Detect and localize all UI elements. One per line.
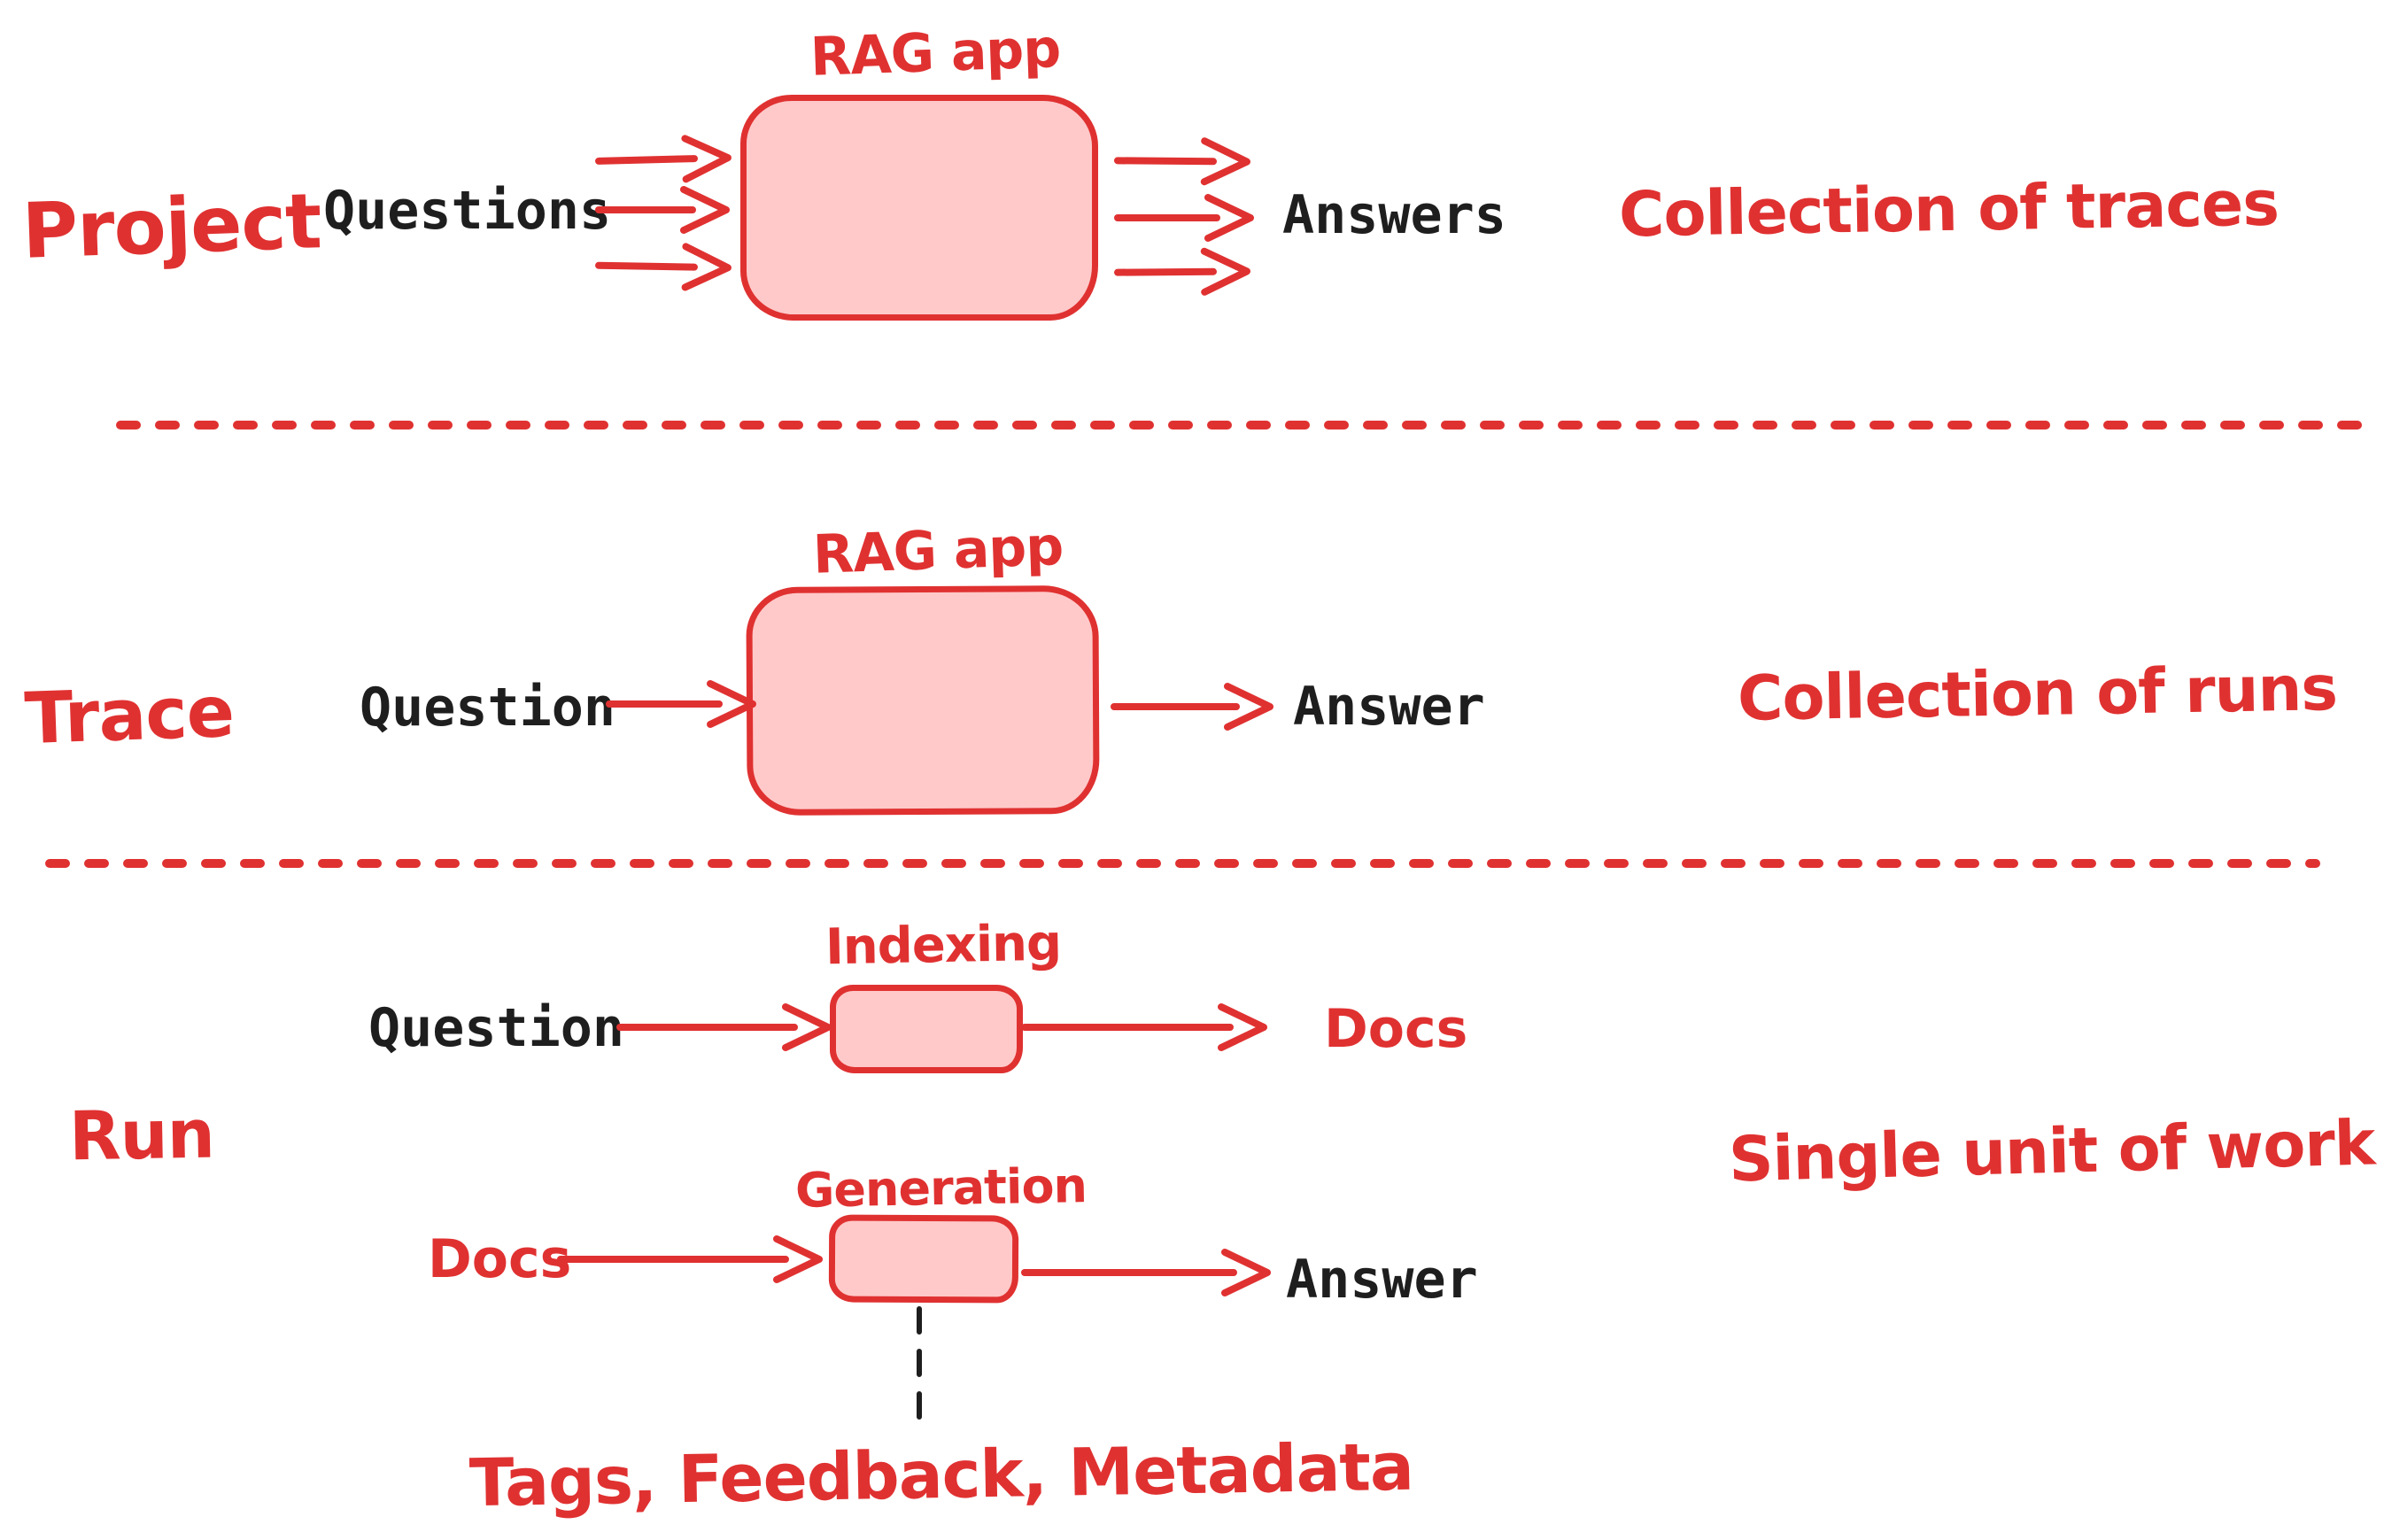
run-description: Single unit of work — [1728, 1106, 2376, 1196]
annotation-connector-line — [910, 1305, 928, 1429]
trace-input-label: Question — [360, 677, 615, 739]
arrow-right-icon — [594, 237, 732, 297]
project-rag-app-box — [740, 95, 1098, 321]
indexing-output-label: Docs — [1324, 998, 1468, 1060]
section-divider-bottom — [44, 855, 2320, 872]
project-level-label: Project — [20, 177, 323, 276]
generation-box-title: Generation — [794, 1157, 1088, 1219]
indexing-box — [830, 985, 1023, 1073]
trace-rag-app-box — [746, 584, 1100, 816]
arrow-right-icon — [595, 182, 730, 238]
generation-box — [828, 1214, 1019, 1304]
project-input-label: Questions — [323, 180, 612, 242]
arrow-right-icon — [1114, 190, 1254, 246]
trace-box-title: RAG app — [811, 515, 1064, 586]
project-box-title: RAG app — [809, 18, 1062, 89]
arrow-right-icon — [616, 999, 832, 1056]
arrow-right-icon — [1114, 243, 1251, 300]
indexing-input-label: Question — [368, 997, 624, 1059]
project-output-label: Answers — [1282, 184, 1506, 246]
arrow-right-icon — [1021, 999, 1267, 1056]
arrow-right-icon — [557, 1231, 823, 1288]
run-level-label: Run — [68, 1094, 215, 1176]
arrow-right-icon — [1021, 1244, 1271, 1301]
section-divider-top — [115, 416, 2369, 434]
arrow-right-icon — [606, 676, 756, 732]
generation-output-label: Answer — [1286, 1249, 1478, 1311]
run-annotation: Tags, Feedback, Metadata — [468, 1428, 1414, 1522]
arrow-right-icon — [594, 129, 732, 190]
trace-level-label: Trace — [23, 669, 236, 761]
indexing-box-title: Indexing — [824, 914, 1062, 977]
generation-input-label: Docs — [428, 1228, 572, 1290]
project-description: Collection of traces — [1618, 166, 2280, 252]
trace-description: Collection of runs — [1737, 652, 2338, 735]
trace-output-label: Answer — [1293, 676, 1485, 738]
arrow-right-icon — [1114, 132, 1251, 190]
arrow-right-icon — [1111, 678, 1273, 735]
